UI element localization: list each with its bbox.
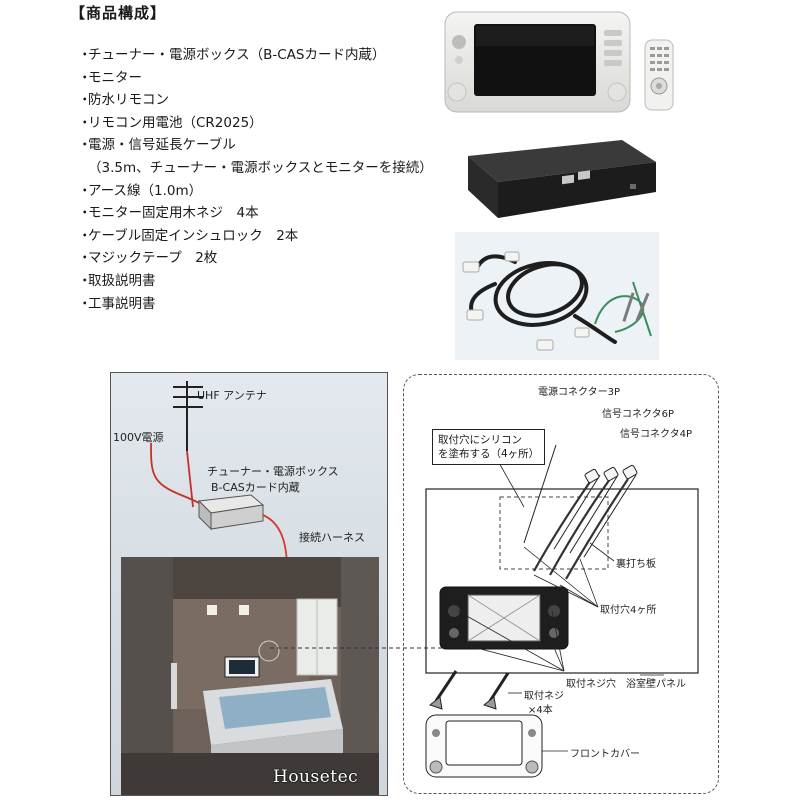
antenna-label: UHF アンテナ [197,389,267,402]
monitor-front-icon [439,586,569,650]
front-cover-label: フロントカバー [570,749,640,760]
contents-item: ・アース線（1.0m） [78,180,433,203]
connector-6p-label: 信号コネクタ6P [602,409,674,420]
contents-item: ・取扱説明書 [78,270,433,293]
speaker-icon [452,35,466,49]
contents-item: ・チューナー・電源ボックス（B-CASカード内蔵） [78,44,433,67]
contents-item-text: チューナー・電源ボックス（B-CASカード内蔵） [88,47,386,63]
silicone-callout: 取付穴にシリコン を塗布する（4ヶ所） [432,429,546,465]
screw-holes-label: 取付ネジ穴 [566,679,616,690]
bullet: ・ [78,47,92,63]
contents-item-text: マジックテープ 2枚 [88,250,218,267]
wall-panel-outline [425,488,699,674]
contents-item: ・ケーブル固定インシュロック 2本 [78,225,433,248]
connection-dashed-line [270,647,448,649]
contents-item-text: 取扱説明書 [88,272,156,289]
section-title: 【商品構成】 [70,4,167,22]
bullet: ・ [78,295,92,312]
screws-label: 取付ネジ [524,691,564,702]
monitor-remote-photo [440,6,702,118]
mount-holes-label: 取付穴4ヶ所 [600,605,657,616]
bullet: ・ [78,272,92,289]
remote-control [644,39,674,111]
contents-item-text: アース線（1.0m） [88,182,203,199]
bathroom-scene [121,557,379,795]
product-contents-list: ・チューナー・電源ボックス（B-CASカード内蔵）・モニター・防水リモコン・リモ… [78,44,433,315]
connector-power-label: 電源コネクター3P [538,387,620,398]
mounting-diagram: 電源コネクター3P 信号コネクタ6P 信号コネクタ4P 取付穴にシリコン を塗布… [403,374,719,794]
contents-item: ・電源・信号延長ケーブル [78,134,433,157]
tuner-box-label-2: B-CASカード内蔵 [211,481,300,494]
contents-item-text: モニター [88,69,142,86]
bullet: ・ [78,69,92,86]
bullet: ・ [78,182,92,199]
connector-icon [584,464,638,484]
installation-diagram: UHF アンテナ 100V電源 チューナー・電源ボックス B-CASカード内蔵 … [110,372,388,796]
contents-item-text: モニター固定用木ネジ 4本 [88,205,259,222]
screw-icon [428,670,510,710]
brand-logo: Housetec [273,767,359,787]
contents-item-text: リモコン用電池（CR2025） [88,114,263,131]
contents-item: ・リモコン用電池（CR2025） [78,112,433,135]
bullet: ・ [78,114,92,131]
contents-item: ・マジックテープ 2枚 [78,247,433,270]
contents-item-text: （3.5m、チューナー・電源ボックスとモニターを接続） [88,159,433,176]
tuner-box-icon [197,494,265,531]
contents-item-text: 工事説明書 [88,295,156,312]
harness-label: 接続ハーネス [299,531,365,544]
bullet: ・ [78,227,92,244]
bullet: ・ [78,137,92,154]
front-cover-icon [425,714,543,778]
bullet: ・ [78,92,92,109]
bullet: ・ [78,250,92,267]
contents-item-text: 防水リモコン [88,92,169,109]
wall-panel-label: 浴室壁パネル [626,679,686,690]
antenna-icon [173,381,203,451]
tuner-box-label-1: チューナー・電源ボックス [207,465,339,478]
contents-item: ・モニター固定用木ネジ 4本 [78,202,433,225]
contents-item: ・モニター [78,67,433,90]
contents-item: ・工事説明書 [78,293,433,316]
bullet: ・ [78,205,92,222]
connector-4p-label: 信号コネクタ4P [620,429,692,440]
power-label: 100V電源 [113,431,164,444]
backing-board-outline [499,496,609,570]
cables-photo [455,232,659,360]
screws-qty-label: ×4本 [528,705,553,716]
tuner-box-photo [450,134,662,224]
backing-board-label: 裏打ち板 [616,559,656,570]
contents-item-text: 電源・信号延長ケーブル [88,137,236,154]
contents-item-text: ケーブル固定インシュロック 2本 [88,227,299,244]
contents-item: （3.5m、チューナー・電源ボックスとモニターを接続） [78,157,433,180]
contents-item: ・防水リモコン [78,89,433,112]
